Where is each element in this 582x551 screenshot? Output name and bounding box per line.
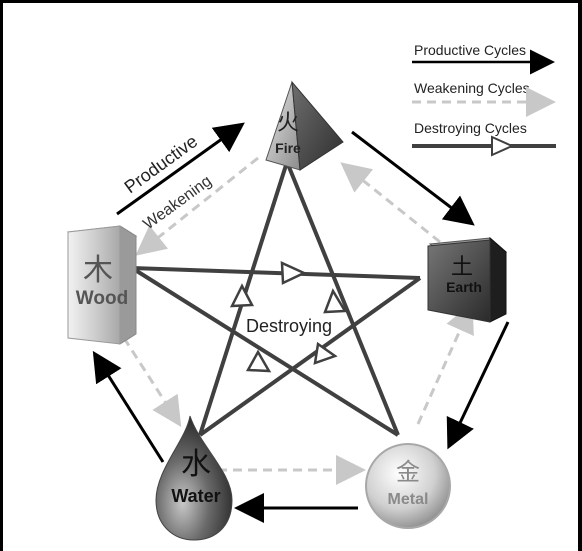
legend-productive-label: Productive Cycles <box>414 42 526 58</box>
star-arrow-4 <box>245 349 272 373</box>
wood-element: 木 Wood <box>66 225 138 345</box>
destroying-arrowheads <box>229 261 348 373</box>
fire-element: 火 Fire <box>265 80 344 171</box>
arrow-earth-fire <box>340 162 441 244</box>
star-arrow-5 <box>313 341 338 365</box>
legend-weakening-label: Weakening Cycles <box>414 80 530 96</box>
arrow-metal-earth <box>416 302 474 425</box>
water-element: 水 Water <box>155 415 233 541</box>
wood-label: Wood <box>76 288 128 309</box>
arrow-earth-metal <box>446 321 510 450</box>
metal-label: Metal <box>388 491 429 508</box>
star-line-wood-metal <box>130 266 400 437</box>
arrow-wood-fire <box>116 122 245 216</box>
star-line-fire-metal <box>285 161 400 436</box>
star-arrow-3 <box>323 288 348 314</box>
arrow-fire-wood <box>135 156 259 256</box>
metal-element: 金 Metal <box>365 443 451 529</box>
earth-element: 土 Earth <box>427 236 508 323</box>
earth-label: Earth <box>446 279 482 295</box>
star-arrow-2 <box>229 283 255 308</box>
fire-label: Fire <box>275 140 301 156</box>
water-glyph: 水 <box>181 447 211 482</box>
fire-glyph: 火 <box>277 111 299 136</box>
legend-destroying-label: Destroying Cycles <box>414 120 527 136</box>
star-arrow-1 <box>280 261 307 285</box>
star-line-wood-earth <box>131 266 421 280</box>
water-label: Water <box>171 486 220 506</box>
legend: Productive Cycles Weakening Cycles Destr… <box>412 42 556 157</box>
weakening-arrows <box>122 156 474 485</box>
arrow-fire-earth <box>351 130 475 226</box>
productive-arrows <box>92 122 510 523</box>
arrow-water-wood <box>92 350 165 463</box>
arrow-wood-water <box>122 337 182 428</box>
wood-glyph: 木 <box>83 253 113 288</box>
earth-glyph: 土 <box>451 255 473 280</box>
frame-edge <box>578 0 582 551</box>
destroying-cycle-label: Destroying <box>246 316 332 336</box>
star-line-earth-water <box>198 276 422 437</box>
metal-glyph: 金 <box>396 458 420 486</box>
legend-destroying-arrowhead <box>491 135 515 157</box>
